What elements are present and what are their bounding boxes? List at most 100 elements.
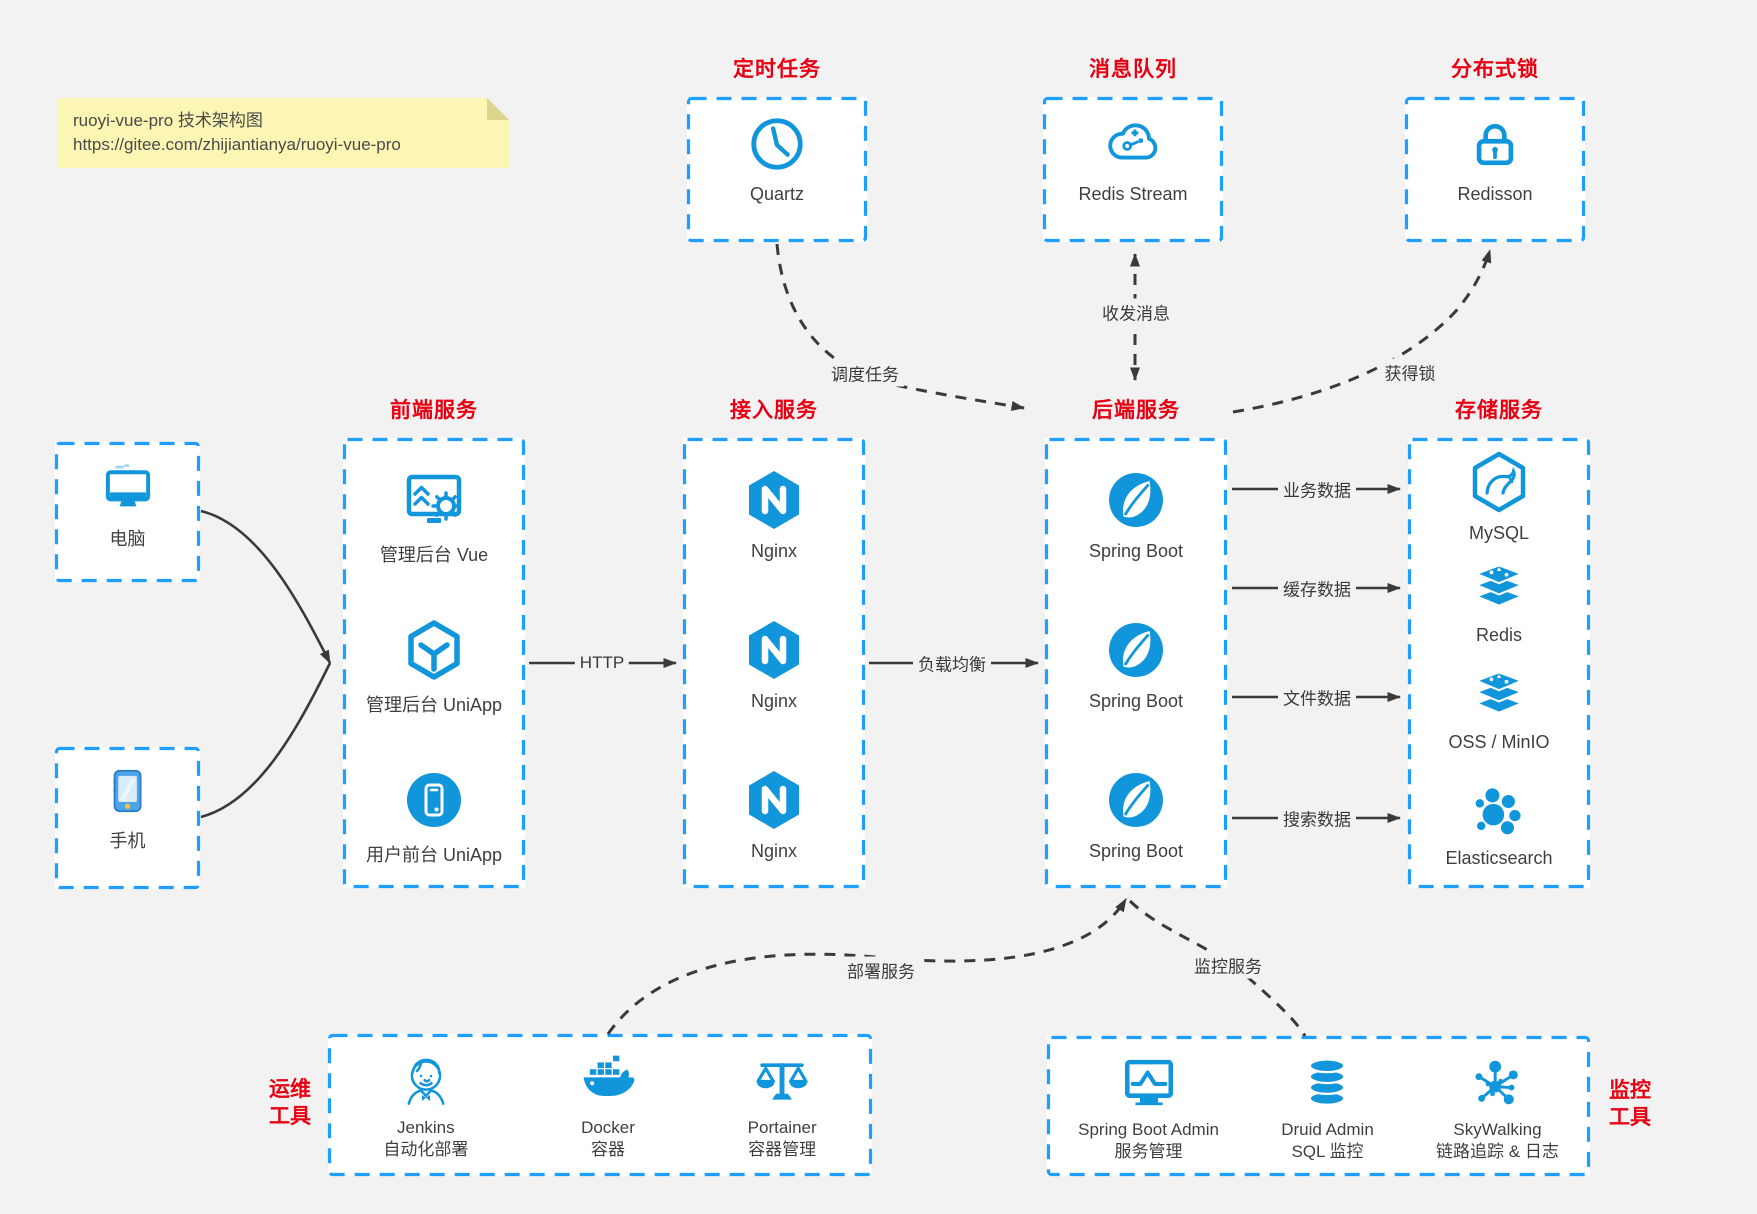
- node-nginx-2: Nginx: [683, 618, 865, 712]
- column-title-gateway: 接入服务: [730, 399, 818, 422]
- node-portainer: Portainer 容器管理: [748, 1052, 817, 1161]
- user-app-circle-icon: [402, 768, 466, 832]
- ops-tools-group: Jenkins 自动化部署 Docker 容器 Portainer 容器管理: [328, 1052, 872, 1161]
- node-label: OSS / MinIO: [1448, 732, 1550, 752]
- node-label: Spring Boot: [1088, 691, 1184, 711]
- node-quartz: Quartz: [687, 113, 867, 205]
- node-label: 用户前台 UniApp: [365, 845, 503, 865]
- node-elasticsearch: Elasticsearch: [1408, 779, 1590, 869]
- group-title-mq: 消息队列: [1089, 58, 1177, 81]
- skywalking-icon: [1468, 1054, 1526, 1112]
- node-phone-client: 手机: [55, 764, 200, 853]
- node-sublabel: 链路追踪 & 日志: [1436, 1142, 1559, 1161]
- node-label: Spring Boot: [1088, 541, 1184, 561]
- node-redis: Redis: [1408, 556, 1590, 646]
- node-label: Redis Stream: [1078, 184, 1188, 204]
- node-label: 管理后台 UniApp: [365, 695, 503, 715]
- node-admin-uniapp: 管理后台 UniApp: [343, 618, 525, 717]
- column-title-backend: 后端服务: [1092, 399, 1180, 422]
- uniapp-cube-icon: [402, 618, 466, 682]
- docker-icon: [579, 1052, 637, 1110]
- note-title: ruoyi-vue-pro 技术架构图: [73, 111, 263, 130]
- admin-vue-icon: [402, 468, 466, 532]
- lock-icon: [1465, 115, 1525, 175]
- smartphone-icon: [101, 764, 155, 818]
- cloud-network-icon: [1102, 113, 1164, 175]
- node-label: Nginx: [750, 541, 798, 561]
- node-label: Jenkins: [397, 1118, 455, 1137]
- jenkins-icon: [397, 1052, 455, 1110]
- node-spring-boot-3: Spring Boot: [1045, 768, 1227, 862]
- node-label: 手机: [109, 831, 146, 851]
- column-title-storage: 存储服务: [1455, 399, 1543, 422]
- node-label: Spring Boot: [1088, 841, 1184, 861]
- node-sublabel: 服务管理: [1114, 1142, 1183, 1161]
- spring-boot-icon: [1104, 768, 1168, 832]
- spring-boot-admin-icon: [1120, 1054, 1178, 1112]
- edge-label-deploy: 部署服务: [842, 956, 920, 984]
- node-oss-minio: OSS / MinIO: [1408, 663, 1590, 753]
- node-nginx-3: Nginx: [683, 768, 865, 862]
- ops-tools-side-label: 运维 工具: [269, 1078, 311, 1128]
- redis-cube-icon: [1469, 556, 1529, 616]
- sticky-note: ruoyi-vue-pro 技术架构图 https://gitee.com/zh…: [57, 98, 509, 168]
- spring-boot-icon: [1104, 618, 1168, 682]
- edge-label-schedule: 调度任务: [826, 359, 904, 387]
- nginx-icon: [742, 618, 806, 682]
- node-sublabel: 容器: [590, 1140, 625, 1159]
- node-label: Nginx: [750, 841, 798, 861]
- node-label: SkyWalking: [1453, 1120, 1542, 1139]
- mysql-icon: [1467, 450, 1531, 514]
- nginx-icon: [742, 468, 806, 532]
- node-label: 管理后台 Vue: [379, 545, 489, 565]
- node-redisson: Redisson: [1405, 115, 1585, 205]
- nginx-icon: [742, 768, 806, 832]
- node-redis-stream: Redis Stream: [1043, 113, 1223, 205]
- node-label: Quartz: [749, 184, 805, 204]
- node-label: Spring Boot Admin: [1078, 1120, 1219, 1139]
- desktop-icon: [100, 460, 156, 516]
- node-label: MySQL: [1468, 523, 1529, 543]
- edge-label-lock: 获得锁: [1379, 358, 1441, 386]
- druid-icon: [1298, 1054, 1356, 1112]
- redis-cube-icon: [1469, 663, 1529, 723]
- note-url: https://gitee.com/zhijiantianya/ruoyi-vu…: [73, 135, 401, 154]
- node-label: Portainer: [747, 1118, 817, 1137]
- node-sublabel: 自动化部署: [383, 1140, 469, 1159]
- node-pc-client: 电脑: [55, 460, 200, 551]
- elasticsearch-icon: [1469, 779, 1529, 839]
- edge-label-file-data: 文件数据: [1278, 683, 1356, 711]
- node-sublabel: SQL 监控: [1291, 1142, 1364, 1161]
- node-label: Elasticsearch: [1445, 848, 1553, 868]
- group-title-lock: 分布式锁: [1451, 58, 1539, 81]
- node-label: Nginx: [750, 691, 798, 711]
- edge-label-monitor: 监控服务: [1189, 951, 1267, 979]
- edge-label-cache-data: 缓存数据: [1278, 574, 1356, 602]
- node-label: Redisson: [1457, 184, 1533, 204]
- portainer-icon: [753, 1052, 811, 1110]
- node-label: Druid Admin: [1281, 1120, 1374, 1139]
- node-label: Docker: [581, 1118, 635, 1137]
- spring-boot-icon: [1104, 468, 1168, 532]
- node-jenkins: Jenkins 自动化部署: [383, 1052, 468, 1161]
- monitor-tools-group: Spring Boot Admin 服务管理 Druid Admin SQL 监…: [1047, 1054, 1590, 1163]
- node-spring-boot-admin: Spring Boot Admin 服务管理: [1078, 1054, 1219, 1163]
- node-mysql: MySQL: [1408, 450, 1590, 544]
- node-docker: Docker 容器: [579, 1052, 637, 1161]
- monitor-tools-side-label: 监控 工具: [1609, 1079, 1651, 1129]
- node-label: Redis: [1475, 625, 1523, 645]
- node-skywalking: SkyWalking 链路追踪 & 日志: [1436, 1054, 1559, 1163]
- edge-label-load-balance: 负载均衡: [913, 649, 991, 677]
- column-title-frontend: 前端服务: [390, 399, 478, 422]
- node-nginx-1: Nginx: [683, 468, 865, 562]
- edge-label-messaging: 收发消息: [1097, 298, 1175, 326]
- edge-label-search-data: 搜索数据: [1278, 804, 1356, 832]
- edge-label-http: HTTP: [574, 652, 630, 674]
- node-spring-boot-1: Spring Boot: [1045, 468, 1227, 562]
- clock-icon: [746, 113, 808, 175]
- node-sublabel: 容器管理: [748, 1140, 817, 1159]
- edge-label-business-data: 业务数据: [1278, 475, 1356, 503]
- group-title-scheduler: 定时任务: [733, 58, 821, 81]
- node-user-uniapp: 用户前台 UniApp: [343, 768, 525, 867]
